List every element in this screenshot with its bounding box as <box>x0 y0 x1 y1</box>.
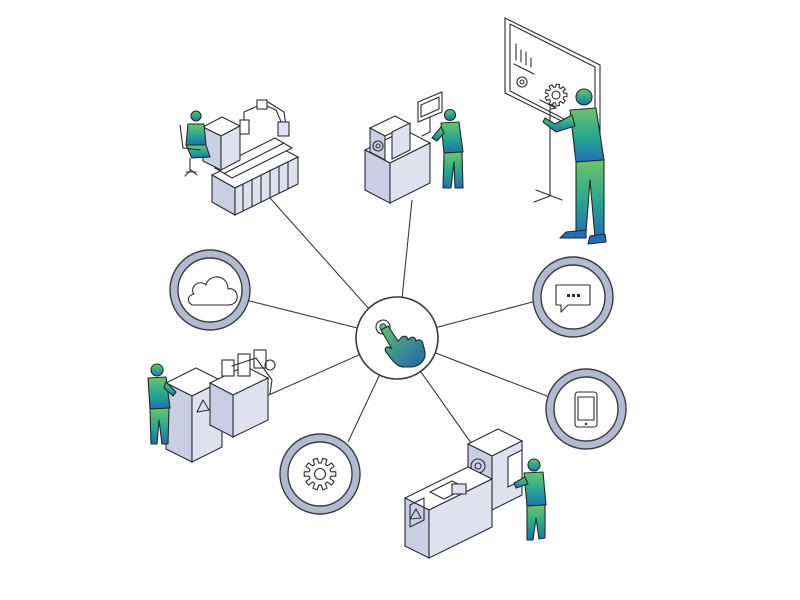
cnc-operator-station[interactable] <box>363 91 464 204</box>
gear-outline <box>544 83 568 107</box>
gear-hole <box>313 467 327 481</box>
assembly-machine-operator-icon <box>147 349 276 463</box>
cloud-node[interactable] <box>169 249 251 331</box>
gear-hole <box>551 90 561 100</box>
lathe-operator-person <box>513 458 547 541</box>
assembly-operator-person <box>147 363 177 445</box>
robot-arm-workstation-icon <box>179 99 300 216</box>
lathe-operator-icon <box>403 428 547 559</box>
gear-icon <box>303 457 337 491</box>
settings-node[interactable] <box>279 433 361 515</box>
message-node[interactable] <box>532 256 614 338</box>
presentation-board-icon <box>504 17 607 245</box>
touch-hand-icon <box>375 319 426 368</box>
cnc-operator-person <box>431 108 464 189</box>
cnc-machine-operator-icon <box>363 91 464 204</box>
robot-cell-station[interactable] <box>179 99 300 216</box>
seated-operator <box>179 110 211 177</box>
presentation-station[interactable] <box>504 17 607 245</box>
cloud-icon <box>187 276 238 306</box>
gear-outline <box>303 457 337 491</box>
lathe-station[interactable] <box>403 428 547 559</box>
mobile-node[interactable] <box>545 368 627 450</box>
hub-node[interactable] <box>355 296 439 380</box>
assembly-line-station[interactable] <box>147 349 276 463</box>
smartphone-icon <box>574 391 598 428</box>
chat-bubble-icon <box>555 284 591 313</box>
presenter-person <box>542 88 607 245</box>
